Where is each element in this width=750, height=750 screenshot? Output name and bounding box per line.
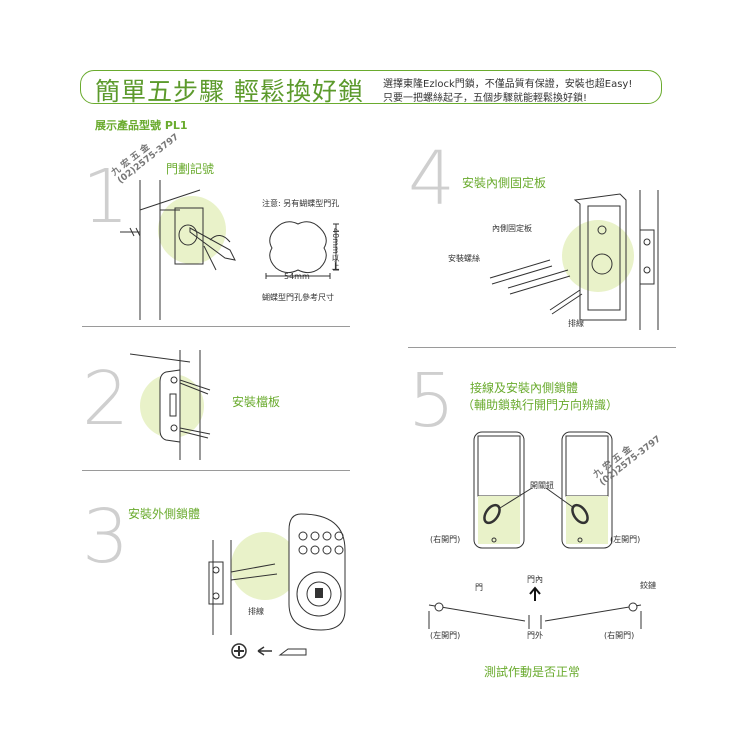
divider-step4	[408, 347, 676, 348]
step-1-door-marking-illustration	[120, 180, 236, 320]
step-5-caption-line2: （輔助鎖執行開門方向辨識）	[462, 398, 619, 412]
dimension-height: 40mm以上	[331, 228, 340, 270]
step-3-tool-hint	[231, 643, 307, 659]
step-number-3: 3	[82, 494, 130, 580]
step-5-inner-lock-illustration	[473, 431, 613, 549]
outside-label: 門外	[527, 631, 543, 640]
door-left-open-label: (左開門)	[430, 631, 461, 640]
step-5-right-open-label: (右開門)	[430, 535, 461, 544]
step-2-strike-plate-illustration	[130, 350, 211, 460]
inside-label: 門內	[527, 575, 543, 584]
step-1-note-bottom: 蝴蝶型門孔參考尺寸	[262, 293, 334, 302]
butterfly-hole-diagram	[265, 221, 339, 279]
step-4-screw-label: 安裝螺絲	[448, 254, 480, 263]
step-4-caption: 安裝內側固定板	[462, 176, 547, 190]
step-4-inner-plate-illustration	[489, 190, 659, 330]
door-right-open-label: (右開門)	[604, 631, 635, 640]
step-3-outer-lock-illustration	[208, 513, 346, 635]
tagline-line-1: 選擇東隆Ezlock門鎖，不僅品質有保證，安裝也超Easy!	[383, 79, 633, 90]
door-label: 門	[475, 583, 483, 592]
step-4-plate-label: 內側固定板	[492, 224, 532, 233]
dimension-width: 54mm	[284, 272, 310, 281]
divider-step1	[82, 326, 350, 327]
page-title: 簡單五步驟 輕鬆換好鎖	[95, 77, 364, 106]
step-5-left-open-label: (左開門)	[610, 535, 641, 544]
step-number-2: 2	[82, 356, 130, 442]
model-label: 展示產品型號 PL1	[95, 119, 188, 132]
arrow-left-icon	[257, 646, 272, 656]
divider-step2	[82, 470, 350, 471]
step-1-caption: 門劃記號	[166, 162, 215, 176]
header-banner	[80, 70, 662, 104]
hinge-label: 鉸鏈	[640, 581, 656, 590]
step-number-5: 5	[408, 358, 456, 444]
phillips-screw-icon	[231, 643, 247, 659]
footer-caption: 測試作動是否正常	[484, 665, 581, 679]
step-3-cable-label: 排線	[248, 607, 264, 616]
step-4-cable-label: 排線	[568, 319, 584, 328]
knob-label: 開關鈕	[530, 481, 554, 490]
step-5-caption-line1: 接線及安裝內側鎖體	[470, 381, 579, 395]
tagline-line-2: 只要一把螺絲起子，五個步驟就能輕鬆換好鎖!	[383, 93, 588, 104]
step-number-4: 4	[408, 136, 456, 222]
step-3-caption: 安裝外側鎖體	[128, 507, 201, 521]
step-1-note: 注意: 另有蝴蝶型門孔	[262, 199, 340, 208]
door-direction-diagram	[428, 586, 642, 629]
step-number-1: 1	[82, 154, 130, 240]
step-2-caption: 安裝檔板	[232, 395, 281, 409]
